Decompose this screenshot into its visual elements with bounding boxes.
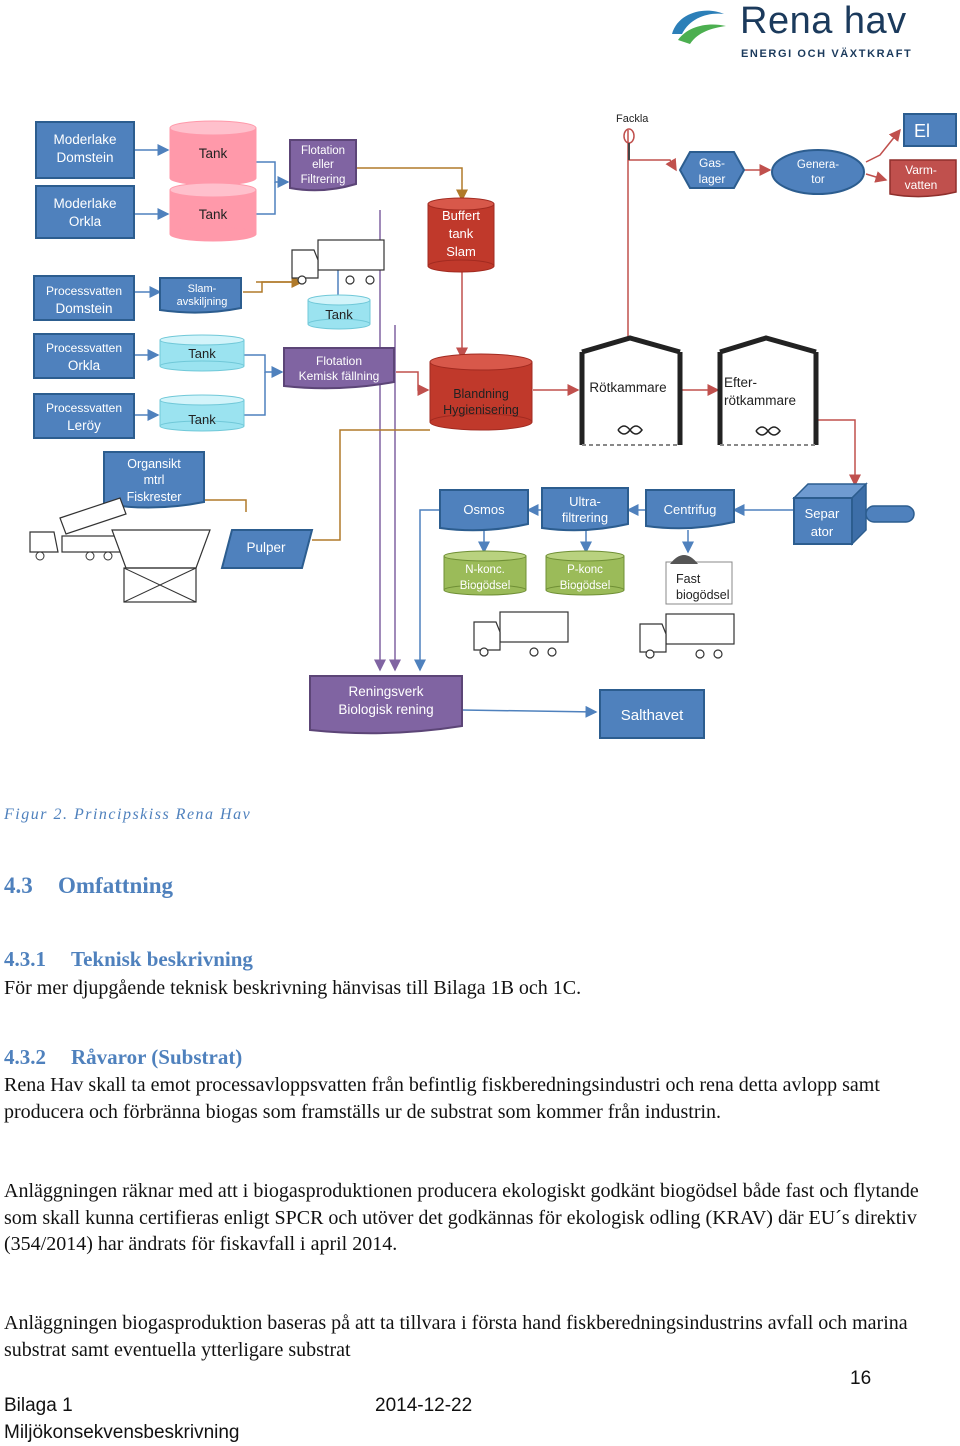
footer-bilaga: Bilaga 1	[4, 1395, 73, 1416]
svg-text:Efter-rötkammare: Efter-rötkammare	[724, 375, 796, 408]
varmvatten-box: Varm-vatten	[889, 159, 957, 198]
ultrafiltrering-box: Ultra-filtrering	[541, 487, 629, 532]
rotkammare-digester: Rötkammare	[579, 335, 683, 446]
pulper-box: Pulper	[220, 529, 314, 569]
slamavskiljning-box: Slam-avskiljning	[159, 277, 242, 314]
svg-text:Salthavet: Salthavet	[621, 707, 684, 724]
tank-cylinder-4: Tank	[159, 334, 245, 372]
tipper-truck-icon	[29, 497, 127, 561]
tank-cylinder-5: Tank	[159, 394, 245, 432]
logo-tagline: ENERGI OCH VÄXTKRAFT	[741, 48, 913, 60]
svg-text:Tank: Tank	[188, 412, 216, 427]
osmos-box: Osmos	[439, 489, 529, 532]
tank-cylinder-2: Tank	[169, 182, 257, 242]
svg-text:Ultra-filtrering: Ultra-filtrering	[562, 494, 608, 525]
truck-icon	[291, 239, 385, 285]
salthavet-box: Salthavet	[599, 689, 705, 739]
svg-text:N-konc.Biogödsel: N-konc.Biogödsel	[460, 564, 511, 592]
truck-icon-3	[639, 613, 735, 659]
paragraph-substrat-1: Rena Hav skall ta emot processavloppsvat…	[4, 1074, 880, 1123]
nkonc-biogodsel-cylinder: N-konc.Biogödsel	[443, 550, 527, 596]
footer-document-title: Miljökonsekvensbeskrivning	[4, 1422, 240, 1443]
paragraph-4-3-1: För mer djupgående teknisk beskrivning h…	[4, 977, 582, 999]
logo-brand: Rena hav	[740, 0, 907, 42]
paragraph-substrat-2: Anläggningen räknar med att i biogasprod…	[4, 1180, 919, 1255]
generator-ellipse: Genera-tor	[771, 149, 865, 195]
logo-swirl-icon	[672, 10, 726, 44]
svg-text:Varm-vatten: Varm-vatten	[905, 163, 938, 192]
rena-hav-logo: Rena hav ENERGI OCH VÄXTKRAFT	[668, 0, 938, 64]
svg-text:Pulper: Pulper	[246, 540, 286, 555]
centrifug-box: Centrifug	[645, 489, 735, 530]
svg-text:Rötkammare: Rötkammare	[589, 380, 666, 395]
truck-icon-2	[473, 611, 569, 657]
fackla-flare: Fackla	[616, 113, 649, 160]
figure-caption: Figur 2. Principskiss Rena Hav	[4, 806, 252, 823]
efterrotkammare-digester: Efter-rötkammare	[717, 335, 819, 446]
hopper-icon	[111, 529, 211, 603]
tank-cylinder-3: Tank	[307, 294, 371, 330]
svg-text:Tank: Tank	[199, 146, 228, 161]
svg-text:Tank: Tank	[188, 346, 216, 361]
svg-text:Centrifug: Centrifug	[664, 502, 717, 517]
page-number: 16	[850, 1368, 872, 1389]
paragraph-substrat-3: Anläggningen biogasproduktion baseras på…	[4, 1312, 908, 1361]
svg-text:Osmos: Osmos	[463, 502, 505, 517]
footer-date: 2014-12-22	[375, 1395, 473, 1416]
svg-text:Tank: Tank	[199, 207, 228, 222]
svg-text:Gas-lager: Gas-lager	[699, 156, 726, 186]
el-box: El	[903, 113, 957, 147]
svg-text:Genera-tor: Genera-tor	[797, 159, 839, 186]
svg-text:El: El	[914, 121, 930, 141]
svg-text:Fackla: Fackla	[616, 113, 649, 125]
svg-text:Tank: Tank	[325, 307, 353, 322]
gaslager-hexagon: Gas-lager	[678, 151, 746, 189]
tank-cylinder-1: Tank	[169, 120, 257, 186]
svg-text:Slam-avskiljning: Slam-avskiljning	[177, 283, 228, 308]
